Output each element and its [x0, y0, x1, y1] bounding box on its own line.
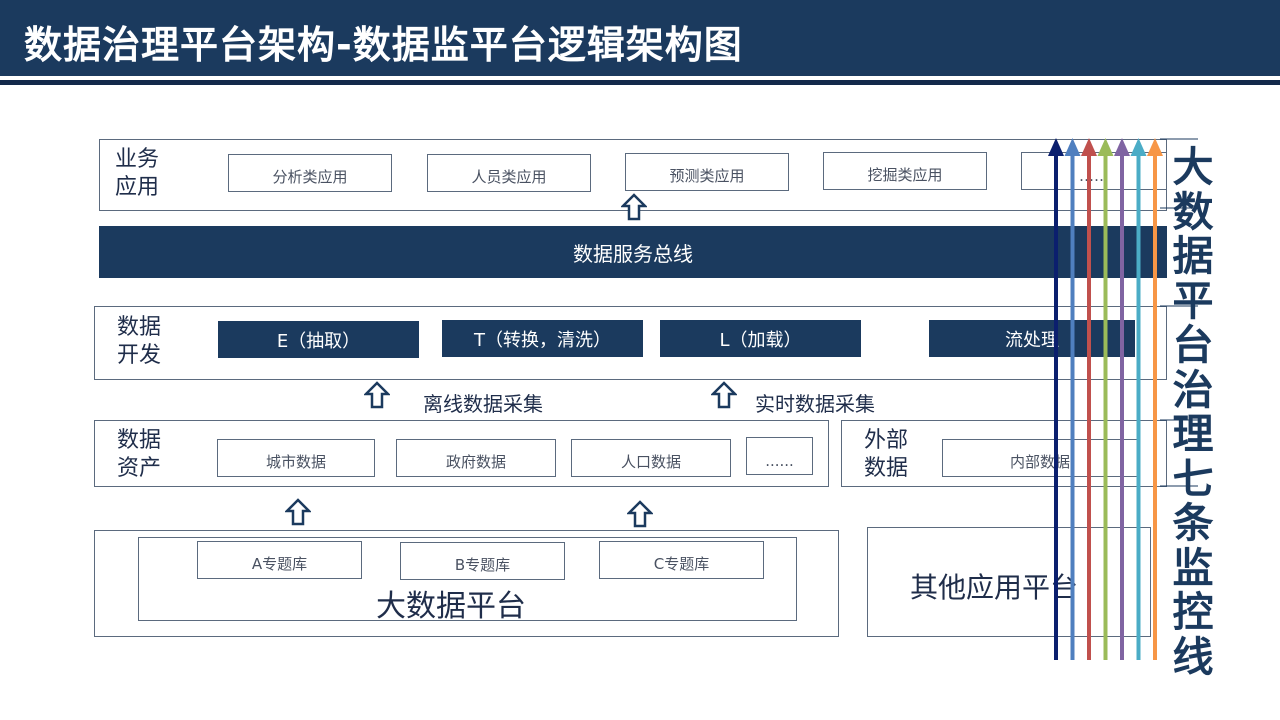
lib-b: B专题库 [400, 542, 565, 580]
up-arrow-icon [711, 381, 737, 409]
data-service-bus: 数据服务总线 [99, 226, 1167, 278]
monitor-arrowhead-2 [1064, 138, 1081, 156]
up-arrow-icon [621, 193, 647, 221]
step-load: L（加载） [660, 320, 861, 357]
offline-collection-label: 离线数据采集 [423, 392, 543, 416]
app-box-more: …… [1021, 152, 1167, 190]
app-box-analysis: 分析类应用 [228, 154, 392, 192]
monitor-title: 大数据平台治理七条监控线 [1172, 143, 1214, 681]
page-title: 数据治理平台架构-数据监平台逻辑架构图 [24, 23, 743, 67]
header-divider [0, 80, 1280, 85]
monitor-arrowhead-5 [1114, 138, 1130, 156]
app-box-personnel: 人员类应用 [427, 154, 591, 192]
app-box-mining: 挖掘类应用 [823, 152, 987, 190]
realtime-collection-label: 实时数据采集 [755, 392, 875, 416]
lib-c: C专题库 [599, 541, 764, 579]
monitor-arrowhead-1 [1048, 138, 1064, 156]
monitor-lines [1048, 138, 1163, 660]
lib-a: A专题库 [197, 541, 362, 579]
data-dev-label: 数据 开发 [117, 315, 162, 368]
asset-population-data: 人口数据 [571, 439, 731, 477]
step-stream: 流处理 [929, 320, 1135, 357]
step-transform: T（转换，清洗） [442, 320, 643, 357]
step-extract: E（抽取） [218, 321, 419, 358]
up-arrow-icon [627, 500, 653, 528]
monitor-arrowhead-3 [1081, 138, 1097, 156]
header-bar [0, 0, 1280, 76]
asset-more: ...... [746, 437, 813, 475]
monitor-arrowhead-6 [1130, 138, 1147, 156]
monitor-arrowhead-7 [1147, 138, 1163, 156]
monitor-arrowhead-4 [1097, 138, 1114, 156]
up-arrow-icon [364, 381, 390, 409]
up-arrow-icon [285, 498, 311, 526]
external-data-label: 外部 数据 [864, 428, 909, 481]
app-box-prediction: 预测类应用 [625, 153, 789, 191]
asset-government-data: 政府数据 [396, 439, 556, 477]
business-app-label: 业务 应用 [115, 147, 160, 200]
data-assets-label: 数据 资产 [117, 428, 162, 481]
monitor-ticks [1160, 138, 1198, 487]
bigdata-platform-title: 大数据平台 [376, 589, 526, 624]
other-platform-title: 其他应用平台 [910, 571, 1079, 604]
asset-city-data: 城市数据 [217, 439, 375, 477]
